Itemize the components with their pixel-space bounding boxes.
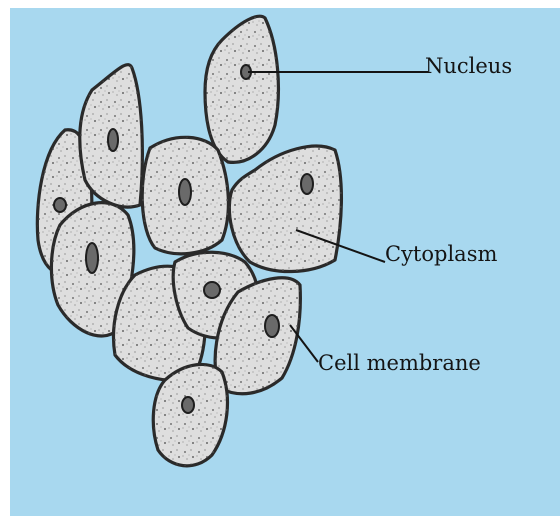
label-nucleus: Nucleus	[425, 54, 512, 78]
label-cell-membrane: Cell membrane	[318, 351, 481, 375]
nucleus-5	[179, 179, 191, 205]
nucleus-1	[54, 198, 66, 212]
nucleus-2	[108, 129, 118, 151]
nucleus-9	[182, 397, 194, 413]
nucleus-8	[265, 315, 279, 337]
nucleus-7	[204, 282, 220, 298]
nucleus-3	[86, 243, 98, 273]
nucleus-6	[301, 174, 313, 194]
label-cytoplasm: Cytoplasm	[385, 242, 497, 266]
